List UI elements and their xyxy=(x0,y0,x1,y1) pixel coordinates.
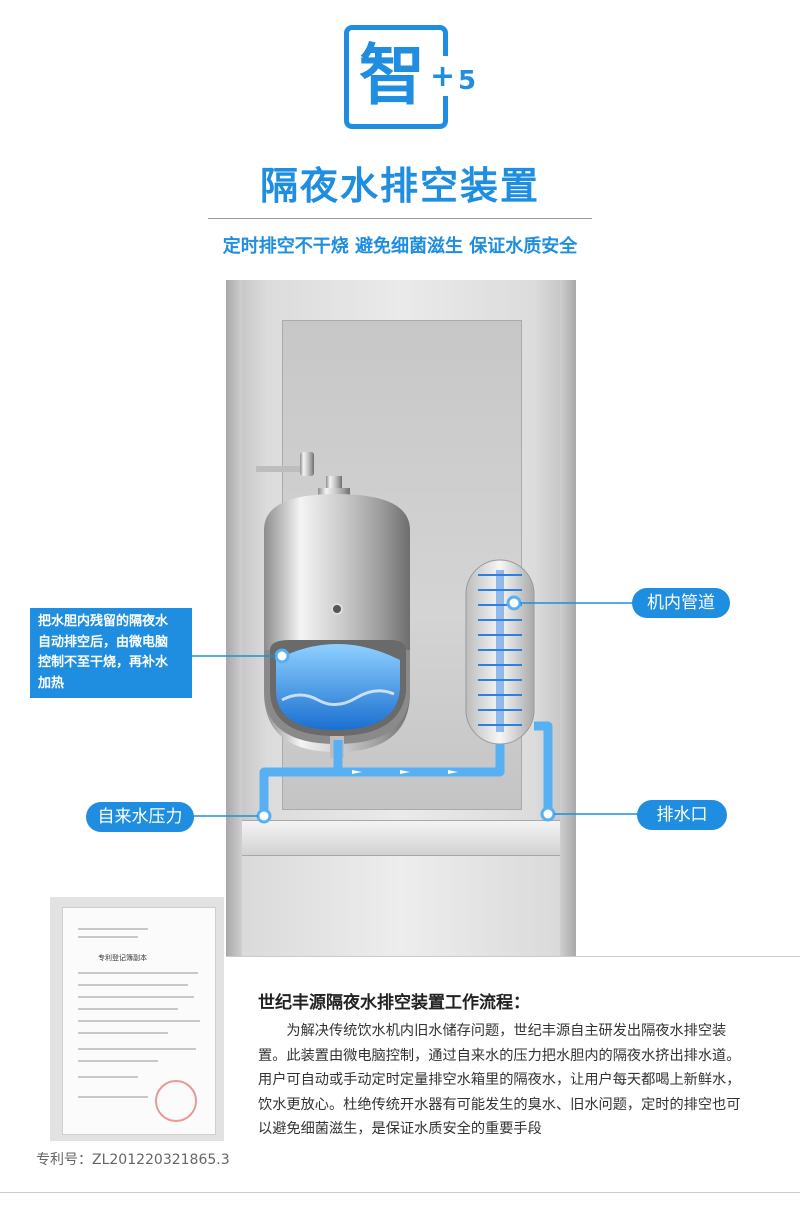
callout-pressure: 自来水压力 xyxy=(86,802,194,832)
cabinet-left-side xyxy=(226,280,242,956)
certificate-line xyxy=(78,996,194,998)
callout-pipe: 机内管道 xyxy=(632,588,730,618)
tank-valve-handle xyxy=(256,452,350,496)
badge-plus: + xyxy=(430,59,456,94)
page-title: 隔夜水排空装置 xyxy=(259,164,540,208)
page-subtitle: 定时排空不干烧 避免细菌滋生 保证水质安全 xyxy=(222,236,578,257)
certificate-title: 专利登记簿副本 xyxy=(98,954,147,962)
flow-arrow-icon xyxy=(352,770,458,774)
cabinet-shelf xyxy=(242,820,560,856)
cabinet-right-side xyxy=(560,280,576,956)
badge-char: 智 xyxy=(359,37,425,114)
diagram-svg xyxy=(192,452,640,824)
valve-node-icon xyxy=(256,595,556,824)
callout-box: 把水胆内残留的隔夜水 自动排空后，由微电脑 控制不至干烧，再补水 加热 xyxy=(30,608,192,698)
certificate-line xyxy=(78,936,138,938)
title-divider xyxy=(208,218,592,219)
bottom-divider xyxy=(0,1192,800,1193)
process-body: 为解决传统饮水机内旧水储存问题，世纪丰源自主研发出隔夜水排空装置。此装置由微电脑… xyxy=(258,1023,741,1137)
callout-box-line: 把水胆内残留的隔夜水 xyxy=(38,614,169,629)
badge-gap xyxy=(424,56,474,96)
patent-number: 专利号：ZL201220321865.3 xyxy=(36,1152,230,1168)
process-title: 世纪丰源隔夜水排空装置工作流程： xyxy=(258,993,530,1013)
process-section xyxy=(226,956,800,1192)
water-pipes xyxy=(259,721,553,820)
pipe-coil-icon xyxy=(465,559,535,745)
callout-connectors xyxy=(192,602,640,817)
cabinet-lower-panel xyxy=(242,856,560,956)
certificate-line xyxy=(78,1008,178,1010)
certificate-stamp xyxy=(155,1080,197,1122)
callout-box-line: 控制不至干烧，再补水 xyxy=(38,655,169,670)
process-divider xyxy=(226,956,800,957)
certificate-line xyxy=(78,1032,168,1034)
callout-box-line: 加热 xyxy=(38,675,65,691)
water-tank-icon xyxy=(264,494,410,758)
badge-five: 5 xyxy=(458,66,477,96)
callout-drain: 排水口 xyxy=(637,800,727,830)
certificate-line xyxy=(78,1060,158,1062)
certificate-line xyxy=(78,1020,200,1022)
callout-box-line: 自动排空后，由微电脑 xyxy=(38,634,169,650)
certificate-line xyxy=(78,984,188,986)
certificate-line xyxy=(78,928,148,930)
certificate-line xyxy=(78,1096,148,1098)
certificate-line xyxy=(78,1076,138,1078)
certificate-line xyxy=(78,1048,196,1050)
certificate-line xyxy=(78,972,198,974)
